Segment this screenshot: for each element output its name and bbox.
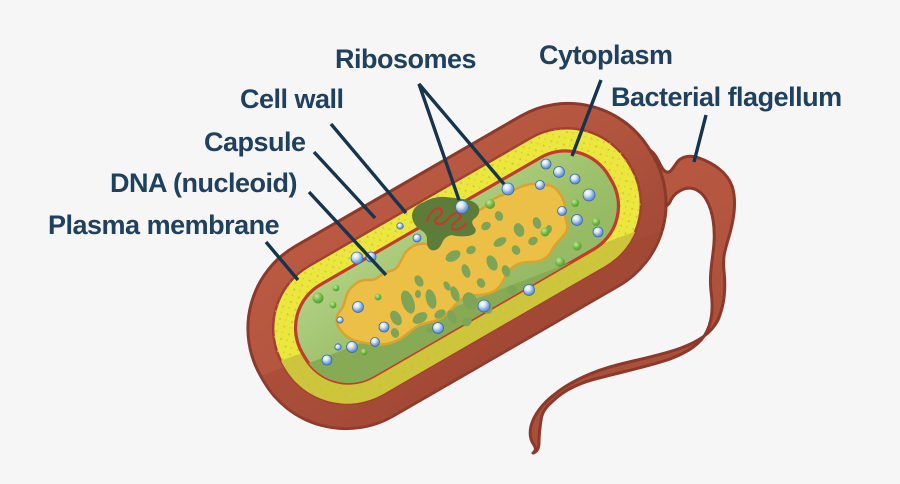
ribosomes-pointer-line xyxy=(417,82,506,201)
ribosomes-dots xyxy=(321,158,604,366)
label-plasma-membrane: Plasma membrane xyxy=(48,210,280,240)
label-ribosomes: Ribosomes xyxy=(335,44,477,74)
label-capsule: Capsule xyxy=(204,127,306,157)
label-cytoplasm: Cytoplasm xyxy=(539,40,673,70)
plasma-membrane-pointer-line xyxy=(264,240,300,282)
label-cell-wall: Cell wall xyxy=(240,84,344,114)
nucleoid-shape xyxy=(335,182,569,347)
granules-dots xyxy=(312,199,600,356)
label-dna-nucleoid: DNA (nucleoid) xyxy=(110,168,297,198)
bacterial-flagellum-pointer-line xyxy=(692,114,708,163)
capsule-pointer-line xyxy=(312,150,377,220)
plasmid-squiggle xyxy=(425,207,468,231)
flagellum-shape xyxy=(528,144,736,455)
cytoplasm-pointer-line xyxy=(570,79,603,157)
nucleoid-gaps xyxy=(390,211,552,338)
dna-nucleoid-pointer-line xyxy=(307,190,388,277)
pointer-lines xyxy=(264,79,708,282)
label-bacterial-flagellum: Bacterial flagellum xyxy=(611,82,842,112)
cell-wall-pointer-line xyxy=(329,122,408,215)
